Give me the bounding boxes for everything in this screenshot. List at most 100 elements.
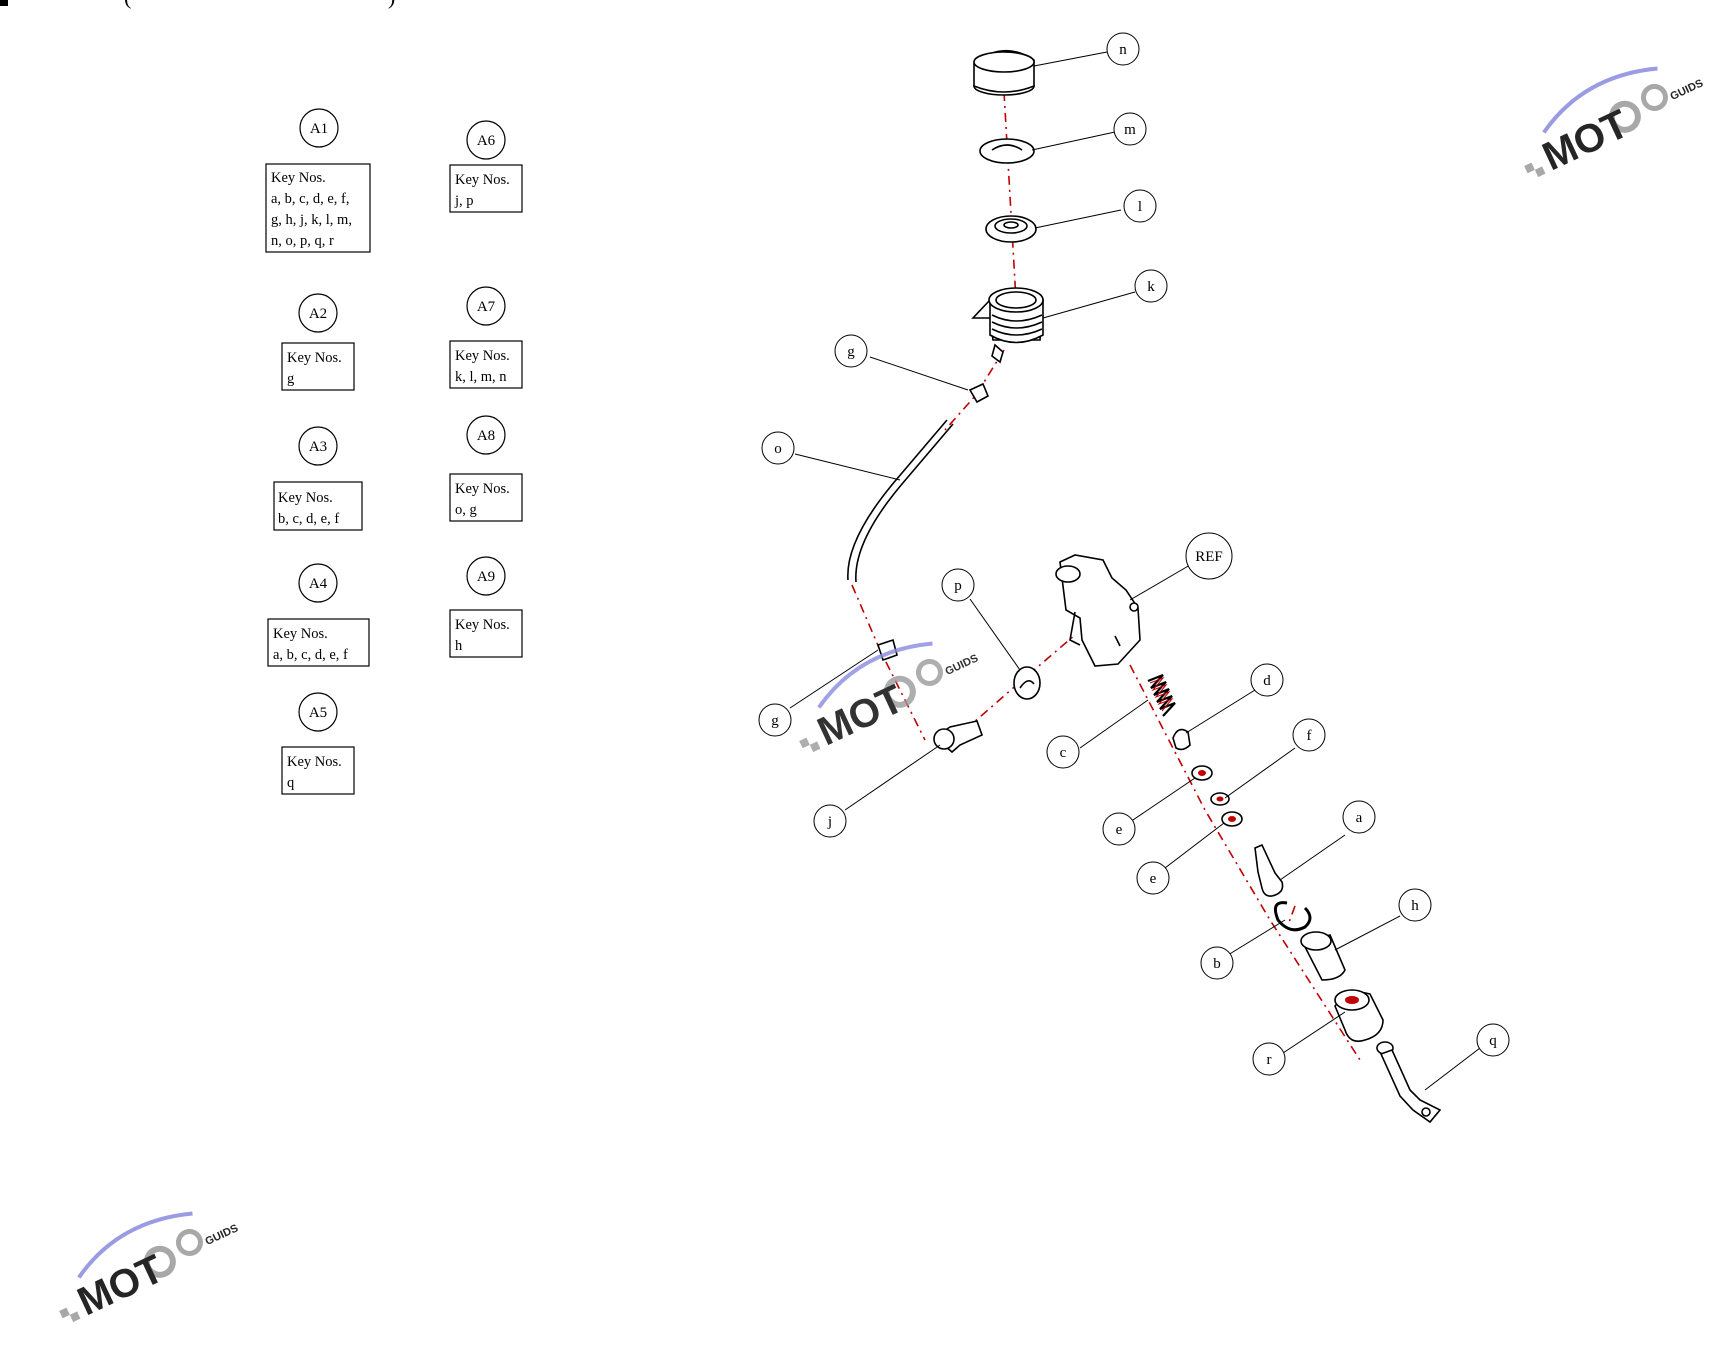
callout-p: p xyxy=(941,568,975,602)
svg-text:c: c xyxy=(1060,745,1067,761)
gear-icon xyxy=(1608,100,1641,133)
kit-id: A2 xyxy=(309,306,327,322)
kit-a8: A8 Key Nos. o, g xyxy=(449,415,523,522)
part-j-elbow xyxy=(933,720,984,754)
svg-text:d: d xyxy=(1263,673,1271,689)
kit-label: Key Nos. xyxy=(278,490,333,506)
callout-q: q xyxy=(1476,1023,1510,1057)
part-p-grommet xyxy=(1013,666,1041,700)
header-fragment-left: ( xyxy=(124,0,131,9)
kit-id: A1 xyxy=(310,121,328,137)
part-n-cap xyxy=(973,49,1035,96)
kit-label: Key Nos. xyxy=(455,481,510,497)
header-fragment-right: ) xyxy=(388,0,395,9)
part-c-spring xyxy=(1147,673,1176,717)
part-l-diaphragm xyxy=(985,215,1037,243)
kit-label: Key Nos. xyxy=(455,617,510,633)
gear-icon xyxy=(1640,83,1668,111)
svg-text:REF: REF xyxy=(1195,549,1223,565)
kit-keys: j, p xyxy=(454,193,474,209)
kit-label: Key Nos. xyxy=(287,350,342,366)
kit-a2: A2 Key Nos. g xyxy=(281,293,355,391)
part-o-hose xyxy=(847,419,954,583)
part-d-valve xyxy=(1172,728,1191,751)
svg-text:m: m xyxy=(1124,122,1136,138)
leader-lines xyxy=(789,51,1481,1091)
svg-text:k: k xyxy=(1147,279,1155,295)
part-b-circlip xyxy=(1274,901,1312,932)
swoosh-icon xyxy=(817,641,933,709)
header-bar xyxy=(0,0,8,6)
svg-text:j: j xyxy=(827,814,832,830)
kit-label: Key Nos. xyxy=(271,170,326,186)
part-m-plate xyxy=(979,138,1035,164)
kit-id: A9 xyxy=(477,569,495,585)
watermark-logo-text: MOT xyxy=(1536,102,1635,179)
svg-text:r: r xyxy=(1267,1052,1272,1068)
kit-keys: k, l, m, n xyxy=(455,369,507,385)
svg-text:f: f xyxy=(1307,728,1312,744)
svg-text:o: o xyxy=(774,441,782,457)
kit-id: A3 xyxy=(309,439,327,455)
callouts: n m l k g o REF p d c f g e a e j h b q … xyxy=(758,32,1510,1076)
kit-keys: o, g xyxy=(455,502,477,518)
swoosh-icon xyxy=(77,1211,193,1279)
kit-a4: A4 Key Nos. a, b, c, d, e, f xyxy=(267,563,370,667)
watermark-logo-bottom-left: MOT GUIDS xyxy=(59,1211,240,1324)
kit-id: A8 xyxy=(477,428,495,444)
svg-text:g: g xyxy=(847,344,855,360)
svg-text:q: q xyxy=(1489,1033,1497,1049)
kit-id: A7 xyxy=(477,299,496,315)
callout-b: b xyxy=(1200,946,1234,980)
part-r-cover xyxy=(1334,989,1384,1043)
kit-a9: A9 Key Nos. h xyxy=(449,556,523,658)
gear-icon xyxy=(915,658,943,686)
swoosh-icon xyxy=(1542,66,1658,134)
kit-keys: a, b, c, d, e, f xyxy=(273,647,348,663)
kit-keys: q xyxy=(287,775,294,791)
svg-text:n: n xyxy=(1119,42,1127,58)
gear-icon xyxy=(883,675,916,708)
parts xyxy=(847,49,1442,1124)
callout-f: f xyxy=(1292,718,1326,752)
kit-a6: A6 Key Nos. j, p xyxy=(449,120,523,213)
watermark-sub-text: GUIDS xyxy=(943,652,980,678)
callout-r: r xyxy=(1252,1042,1286,1076)
callout-a: a xyxy=(1342,800,1376,834)
kit-keys: g xyxy=(287,371,294,387)
kit-a3: A3 Key Nos. b, c, d, e, f xyxy=(273,426,363,531)
callout-e-upper: e xyxy=(1102,812,1136,846)
part-g-clip-upper xyxy=(968,382,990,404)
part-e-seal-upper xyxy=(1191,765,1213,781)
callout-k: k xyxy=(1134,269,1168,303)
svg-text:b: b xyxy=(1213,956,1221,972)
callout-n: n xyxy=(1106,32,1140,66)
part-f-washer xyxy=(1210,792,1230,806)
kit-label: Key Nos. xyxy=(455,172,510,188)
watermark-sub-text: GUIDS xyxy=(1668,77,1705,103)
svg-text:g: g xyxy=(771,713,779,729)
svg-text:p: p xyxy=(954,578,962,594)
gear-icon xyxy=(175,1228,203,1256)
callout-m: m xyxy=(1113,112,1147,146)
callout-h: h xyxy=(1398,888,1432,922)
watermark-logo-text: MOT xyxy=(71,1247,170,1324)
svg-text:a: a xyxy=(1356,810,1363,826)
svg-text:l: l xyxy=(1138,199,1142,215)
kit-label: Key Nos. xyxy=(273,626,328,642)
watermark-sub-text: GUIDS xyxy=(203,1222,240,1248)
callout-l: l xyxy=(1123,189,1157,223)
kit-legend: A1 Key Nos. a, b, c, d, e, f, g, h, j, k… xyxy=(265,108,523,795)
callout-e-lower: e xyxy=(1136,861,1170,895)
kit-a5: A5 Key Nos. q xyxy=(281,692,355,795)
part-ref-cylinder xyxy=(1055,554,1141,667)
callout-j: j xyxy=(813,804,847,838)
callout-c: c xyxy=(1046,735,1080,769)
kit-id: A6 xyxy=(477,133,496,149)
svg-text:h: h xyxy=(1411,898,1419,914)
kit-id: A5 xyxy=(309,705,327,721)
gear-icon xyxy=(143,1245,176,1278)
part-a-piston xyxy=(1254,843,1284,897)
watermark-logo-text: MOT xyxy=(811,677,910,754)
